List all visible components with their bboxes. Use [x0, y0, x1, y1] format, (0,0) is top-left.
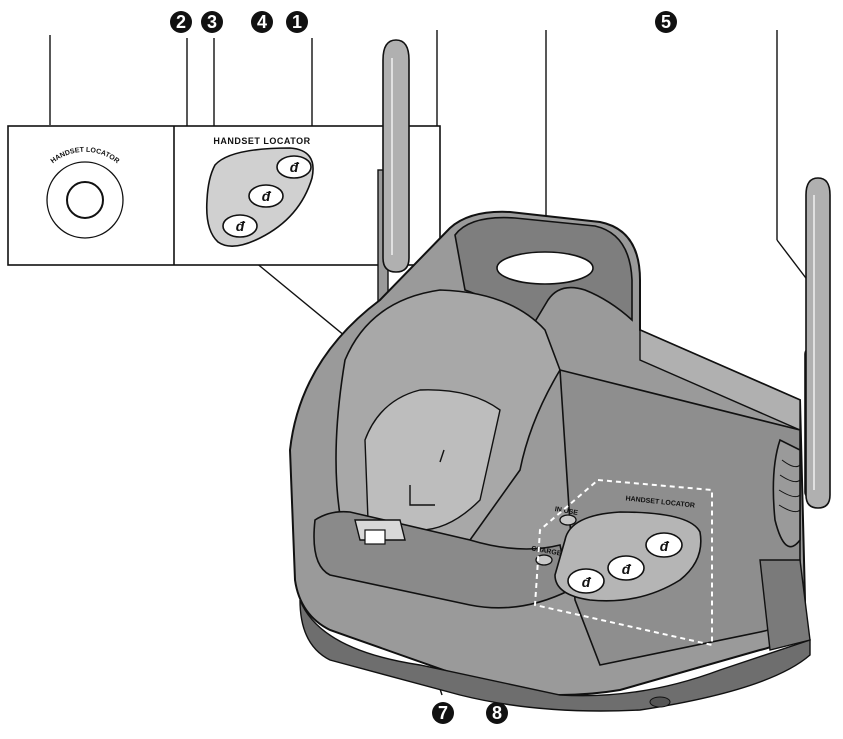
handset-icon: đ [262, 188, 272, 204]
inset-button-2: đ [248, 184, 284, 208]
callout-8: 8 [486, 702, 508, 724]
handset-icon: đ [660, 538, 670, 554]
locator-button-3: đ [567, 568, 605, 594]
callout-5-text: 5 [661, 12, 671, 32]
antenna-right [772, 177, 831, 548]
callout-7-badge [432, 702, 454, 724]
handset-icon: đ [622, 561, 632, 577]
locator-button-1-shape [645, 532, 683, 558]
inset-button-1-shape [276, 155, 312, 179]
callout-7-text: 7 [438, 703, 448, 723]
inset-button-1: đ [276, 155, 312, 179]
base-front-foot [649, 696, 671, 708]
cradle-slot-mark [409, 485, 435, 506]
callout-4-badge [251, 11, 273, 33]
callout-8-text: 8 [492, 703, 502, 723]
charge-indicator [535, 554, 553, 566]
charge-contact-center [364, 529, 386, 545]
callout-8-badge [486, 702, 508, 724]
callout-2-text: 2 [176, 12, 186, 32]
callout-4-text: 4 [257, 12, 267, 32]
handset-icon: đ [236, 218, 246, 234]
locator-button-single [66, 181, 104, 219]
in-use-label: IN USE [554, 506, 579, 517]
antenna-left-tip [382, 39, 410, 273]
callout-5: 5 [655, 11, 677, 33]
in-use-indicator [559, 514, 577, 526]
antenna-right-hinge [772, 438, 801, 548]
antenna-right-tip [805, 177, 831, 509]
callout-7: 7 [432, 702, 454, 724]
callout-2: 2 [170, 11, 192, 33]
base-unit [288, 210, 811, 712]
callout-1-badge [286, 11, 308, 33]
callout-1-text: 1 [292, 12, 302, 32]
antenna-right-hinge-ribs [778, 459, 801, 513]
antenna-left [377, 39, 410, 371]
base-rear-foot [759, 559, 811, 651]
charge-contacts [354, 519, 406, 545]
callout-1: 1 [286, 11, 308, 33]
inset-multi-locator: HANDSET LOCATOR đ đ đ [205, 136, 314, 247]
locator-dashed-region [533, 478, 713, 647]
cradle-tick-mark [439, 449, 445, 463]
locator-button-2-shape [607, 555, 645, 581]
cradle-inner-slope [364, 389, 501, 531]
callout-5-badge [655, 11, 677, 33]
inset-button-3: đ [222, 214, 258, 238]
locator-button-2: đ [607, 555, 645, 581]
inset-button-3-shape [222, 214, 258, 238]
callout-4: 4 [251, 11, 273, 33]
inset-multi-label: HANDSET LOCATOR [213, 136, 310, 146]
handset-icon: đ [290, 159, 300, 175]
front-panel-controls: IN USE CHARGE HANDSET LOCATOR đ đ đ [531, 478, 713, 647]
handset-icon: đ [582, 574, 592, 590]
cradle-handle-opening [496, 251, 594, 285]
callout-2-badge [170, 11, 192, 33]
callout-3-badge [201, 11, 223, 33]
base-bottom-skirt [299, 599, 811, 712]
callout-3-text: 3 [207, 12, 217, 32]
inset-detail-box: HANDSET LOCATOR HANDSET LOCATOR đ đ đ [7, 125, 441, 266]
locator-button-1: đ [645, 532, 683, 558]
locator-button-3-shape [567, 568, 605, 594]
inset-button-2-shape [248, 184, 284, 208]
callout-3: 3 [201, 11, 223, 33]
